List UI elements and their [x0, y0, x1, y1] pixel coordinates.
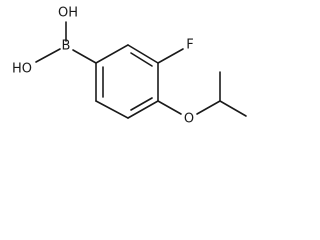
ring-double-bond-inner-2 [130, 97, 153, 111]
oxygen-label: O [184, 112, 194, 127]
ring-double-bond-inner-1 [130, 52, 153, 67]
bond-oxygen-ch [196, 100, 221, 115]
oh-left-label: HO [12, 62, 32, 77]
bond-ring-boron [72, 49, 97, 64]
bond-ring-oxygen [157, 100, 182, 115]
bond-boron-oh-left [35, 48, 61, 63]
chemical-structure-diagram: OH HO B F O [12, 6, 247, 127]
boron-label: B [62, 39, 71, 54]
bond-ch-methyl-right [219, 100, 247, 117]
ring-bond-c2-c3 [127, 44, 159, 64]
benzene-ring [95, 44, 159, 119]
fluorine-label: F [186, 38, 193, 53]
ring-bond-c5-c6 [95, 100, 129, 119]
ring-bond-c1-c2 [95, 44, 129, 64]
ring-bond-c4-c5 [127, 100, 159, 119]
oh-top-label: OH [58, 6, 78, 21]
bond-ring-fluorine [157, 48, 184, 64]
